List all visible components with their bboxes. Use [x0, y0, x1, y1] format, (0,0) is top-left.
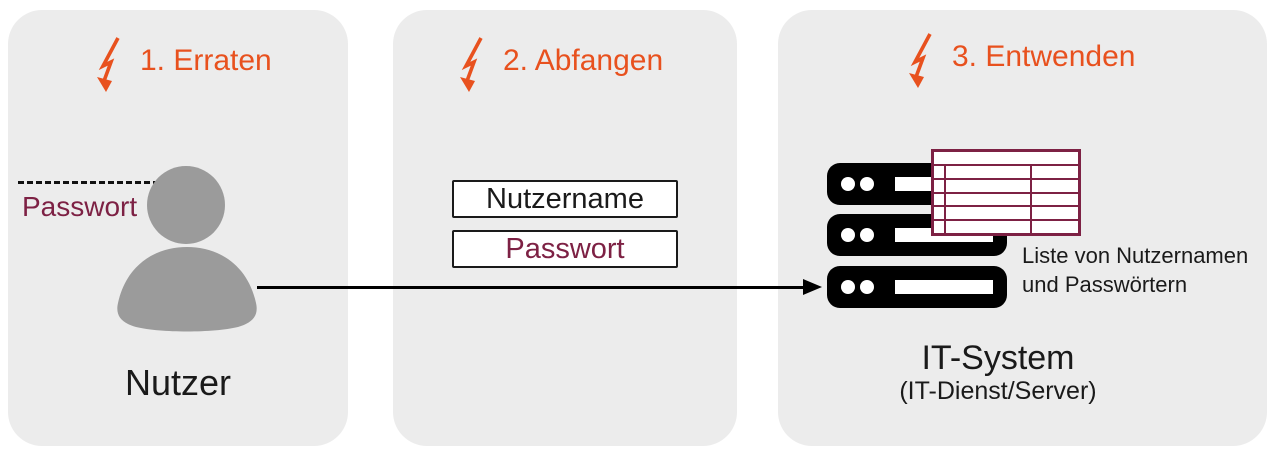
server-led-icon	[860, 228, 874, 242]
server-led-icon	[841, 280, 855, 294]
server-led-icon	[841, 228, 855, 242]
server-led-icon	[860, 177, 874, 191]
password-field-box: Passwort	[452, 230, 678, 268]
table-row	[934, 221, 1078, 233]
step-heading-3: 3. Entwenden	[906, 32, 1135, 88]
caption-line-2: und Passwörtern	[1022, 272, 1188, 297]
it-system-label: IT-System (IT-Dienst/Server)	[808, 339, 1188, 405]
attack-arrow-line	[257, 286, 806, 289]
step-heading-1: 1. Erraten	[94, 36, 272, 92]
step-label: 1. Erraten	[140, 44, 272, 77]
server-led-icon	[860, 280, 874, 294]
panel-abfangen: 2. Abfangen Nutzername Passwort	[393, 10, 737, 446]
credentials-list-caption: Liste von Nutzernamen und Passwörtern	[1022, 241, 1248, 299]
step-heading-2: 2. Abfangen	[457, 36, 663, 92]
system-subtitle: (IT-Dienst/Server)	[899, 377, 1097, 405]
step-label: 2. Abfangen	[503, 44, 664, 77]
password-guess-label: Passwort	[22, 191, 138, 222]
credentials-table-icon	[931, 149, 1081, 236]
system-title: IT-System	[921, 339, 1075, 377]
lightning-bolt-icon	[460, 37, 483, 92]
username-field-box: Nutzername	[452, 180, 678, 218]
attack-arrow-head-icon	[803, 279, 822, 295]
server-unit-icon	[827, 266, 1007, 308]
table-row	[934, 193, 1078, 208]
table-header-row	[934, 152, 1078, 166]
caption-line-1: Liste von Nutzernamen	[1022, 243, 1249, 268]
user-label: Nutzer	[124, 362, 232, 403]
table-row	[934, 207, 1078, 222]
table-row	[934, 166, 1078, 180]
guess-dashed-line	[18, 181, 168, 184]
step-label: 3. Entwenden	[952, 40, 1136, 73]
panel-entwenden: 3. Entwenden Liste von Nutzernamen	[778, 10, 1267, 446]
server-led-icon	[841, 177, 855, 191]
panel-erraten: 1. Erraten Passwort Nutzer	[8, 10, 348, 446]
lightning-bolt-icon	[97, 37, 120, 92]
lightning-bolt-icon	[909, 33, 932, 88]
server-slot-icon	[895, 280, 993, 294]
user-icon	[117, 166, 257, 332]
table-row	[934, 179, 1078, 194]
